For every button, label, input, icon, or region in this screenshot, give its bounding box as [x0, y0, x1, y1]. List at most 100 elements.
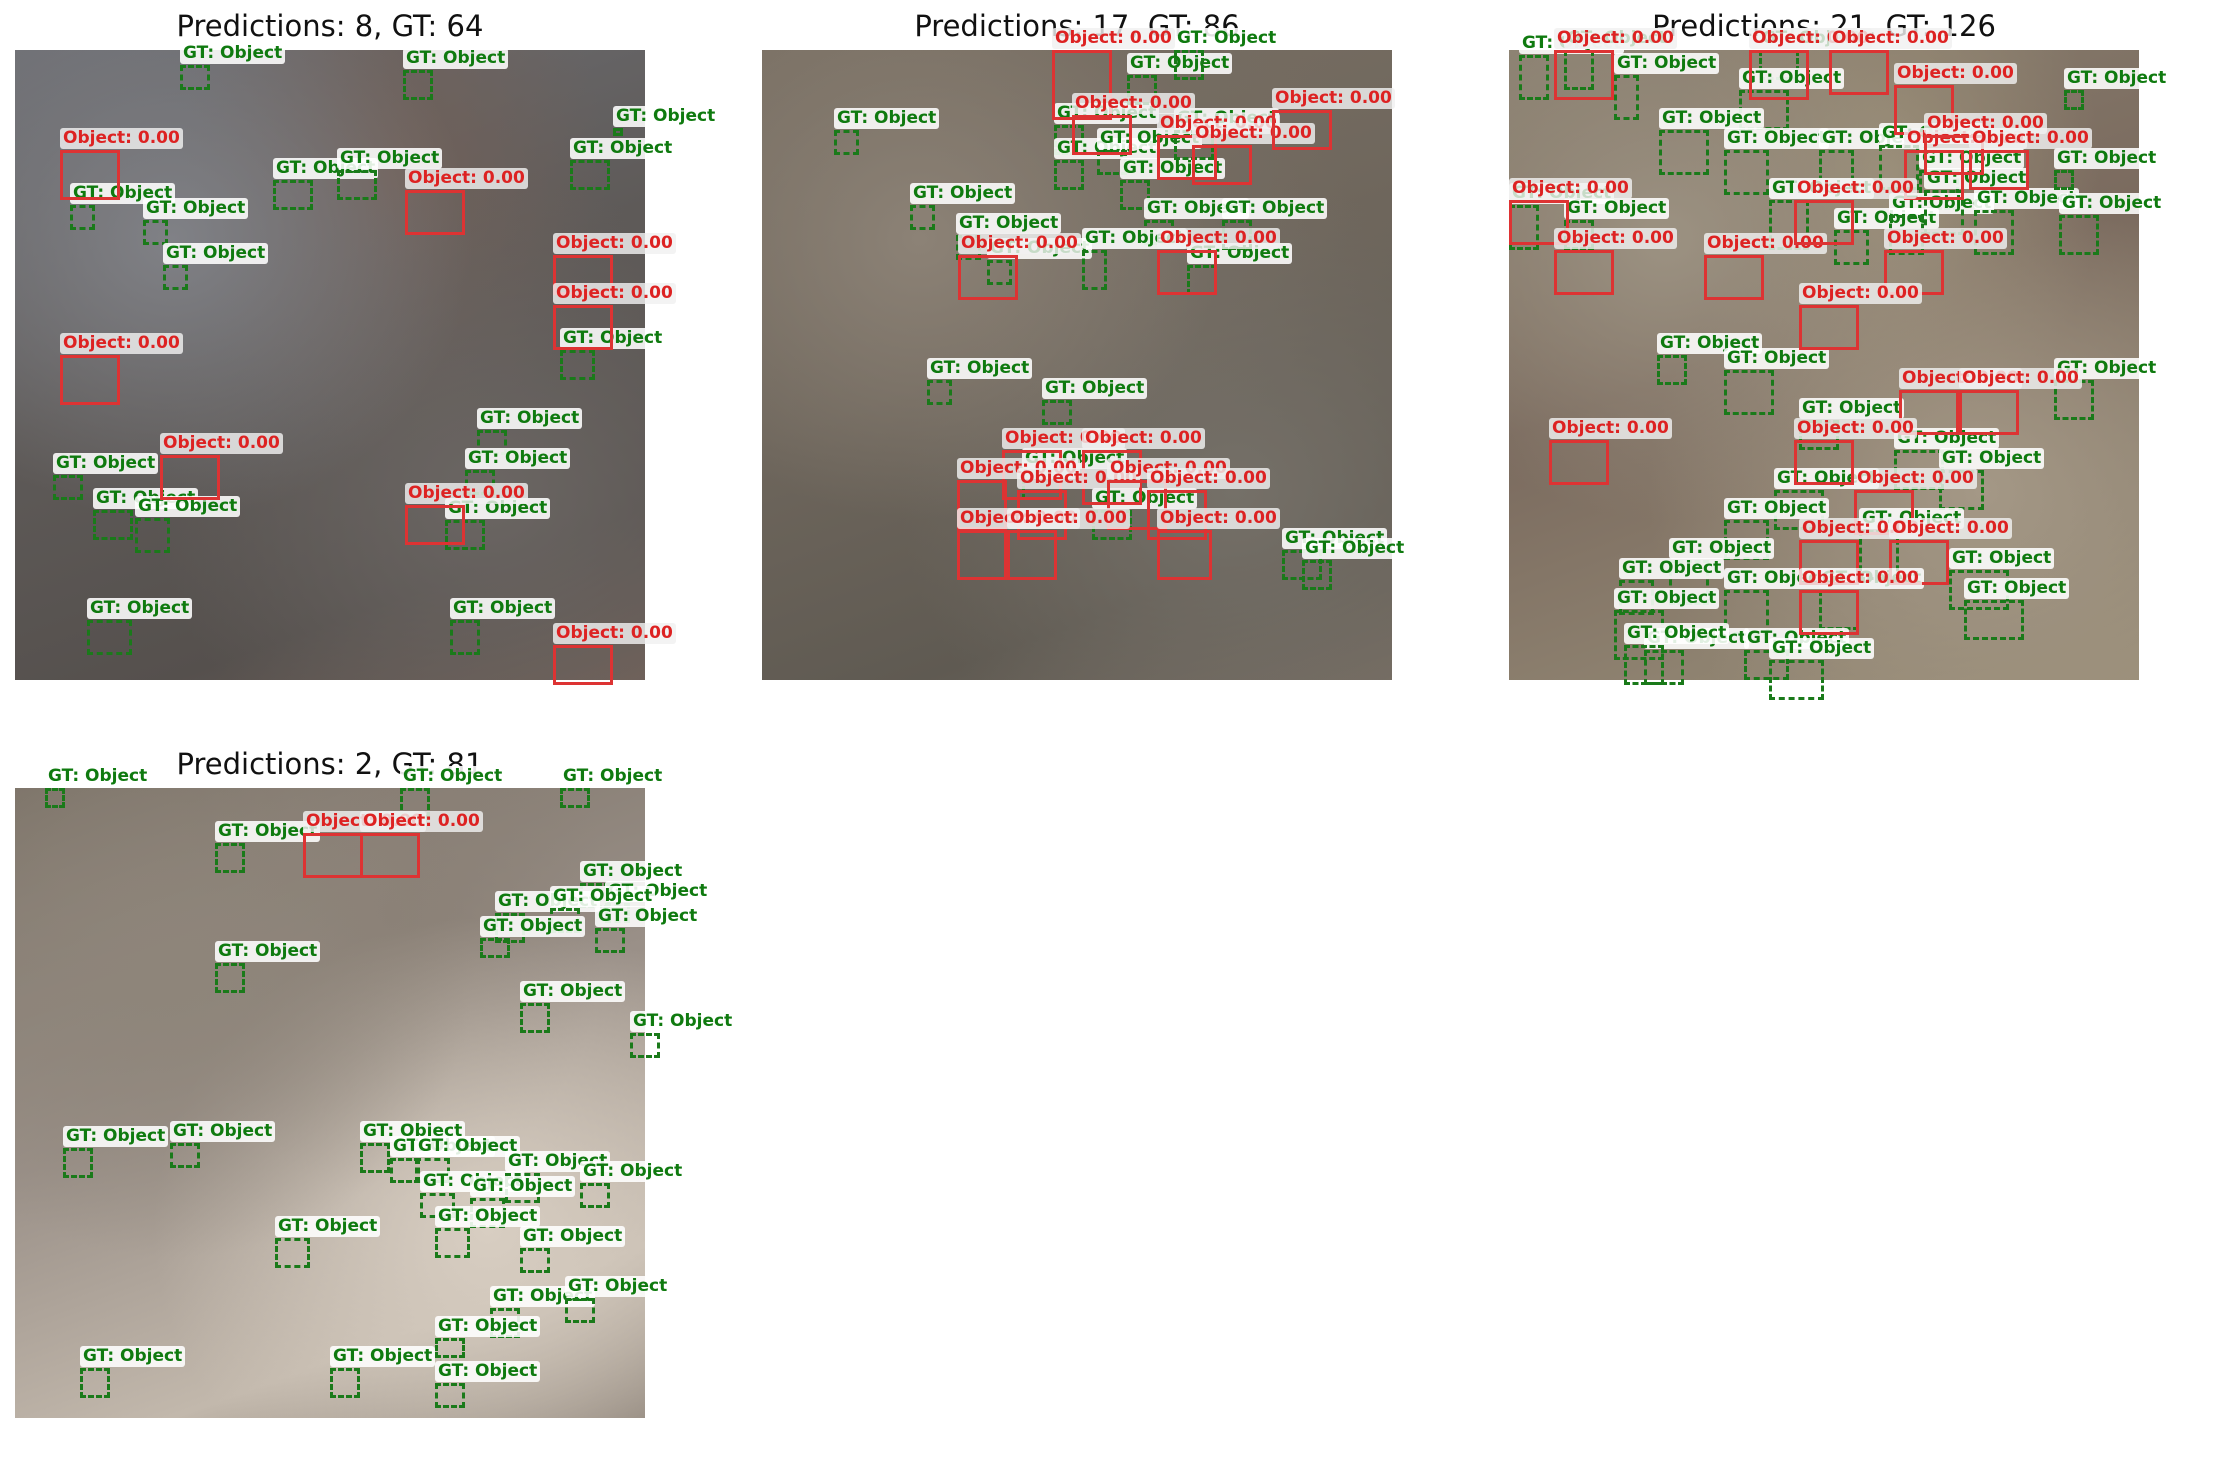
prediction-box	[1799, 590, 1859, 635]
gt-box	[560, 350, 595, 380]
gt-label: GT: Object	[435, 1361, 541, 1382]
gt-label: GT: Object	[956, 213, 1062, 234]
gt-box	[1769, 660, 1824, 700]
gt-box	[1082, 250, 1107, 290]
gt-box	[1659, 130, 1709, 175]
prediction-box	[1899, 390, 1959, 435]
gt-box	[1644, 650, 1684, 685]
prediction-box	[303, 833, 363, 878]
prediction-box	[1794, 200, 1854, 245]
gt-label: GT: Object	[330, 1346, 436, 1367]
gt-box	[337, 170, 377, 200]
gt-label: GT: Object	[630, 1011, 736, 1032]
gt-label: GT: Object	[550, 886, 656, 907]
gt-box	[403, 70, 433, 100]
gt-box	[1724, 370, 1774, 415]
gt-label: GT: Object	[595, 906, 701, 927]
gt-label: GT: Object	[1724, 128, 1830, 149]
gt-box	[2059, 215, 2099, 255]
gt-box	[93, 510, 133, 540]
prediction-box	[553, 305, 613, 350]
gt-label: GT: Object	[570, 138, 676, 159]
scene-background	[15, 788, 645, 1418]
gt-label: GT: Object	[215, 941, 321, 962]
gt-box	[435, 1383, 465, 1408]
gt-label: GT: Object	[470, 1176, 576, 1197]
gt-box	[435, 1338, 465, 1358]
prediction-label: Object: 0.00	[1829, 28, 1952, 49]
prediction-label: Object: 0.00	[405, 483, 528, 504]
prediction-label: Object: 0.00	[553, 623, 676, 644]
prediction-label: Object: 0.00	[1854, 468, 1977, 489]
prediction-label: Object: 0.00	[1799, 283, 1922, 304]
prediction-box	[1794, 440, 1854, 485]
prediction-label: Object: 0.00	[1884, 228, 2007, 249]
gt-box	[273, 180, 313, 210]
gt-label: GT: Object	[1949, 548, 2055, 569]
gt-box	[360, 1143, 390, 1173]
gt-label: GT: Object	[275, 1216, 381, 1237]
prediction-box	[1554, 250, 1614, 295]
panel-1-title: Predictions: 8, GT: 64	[176, 9, 484, 43]
prediction-label: Object: 0.00	[60, 333, 183, 354]
prediction-label: Object: 0.00	[1799, 568, 1922, 589]
prediction-label: Object: 0.00	[1072, 93, 1195, 114]
gt-box	[1964, 600, 2024, 640]
prediction-box	[1157, 135, 1217, 180]
gt-label: GT: Object	[834, 108, 940, 129]
prediction-label: Object: 0.00	[553, 233, 676, 254]
gt-label: GT: Object	[403, 48, 509, 69]
prediction-label: Object: 0.00	[1554, 28, 1677, 49]
gt-label: GT: Object	[1724, 348, 1830, 369]
gt-box	[275, 1238, 310, 1268]
gt-box	[170, 1143, 200, 1168]
gt-box	[613, 128, 623, 136]
gt-box	[1042, 400, 1072, 425]
gt-box	[595, 928, 625, 953]
prediction-label: Object: 0.00	[60, 128, 183, 149]
gt-box	[45, 788, 65, 808]
gt-label: GT: Object	[1174, 28, 1280, 49]
gt-label: GT: Object	[163, 243, 269, 264]
gt-label: GT: Object	[910, 183, 1016, 204]
gt-box	[480, 938, 510, 958]
gt-label: GT: Object	[135, 496, 241, 517]
prediction-label: Object: 0.00	[1157, 508, 1280, 529]
gt-label: GT: Object	[580, 861, 686, 882]
gt-label: GT: Object	[560, 766, 666, 787]
gt-box	[390, 1158, 420, 1183]
prediction-box	[958, 255, 1018, 300]
prediction-label: Object: 0.00	[1272, 88, 1395, 109]
gt-box	[163, 265, 188, 290]
gt-label: GT: Object	[580, 1161, 686, 1182]
prediction-label: Object: 0.00	[1794, 178, 1917, 199]
gt-box	[1614, 75, 1639, 120]
prediction-label: Object: 0.00	[1052, 28, 1175, 49]
gt-label: GT: Object	[415, 1136, 521, 1157]
prediction-box	[1704, 255, 1764, 300]
gt-label: GT: Object	[477, 408, 583, 429]
gt-box	[70, 205, 95, 230]
gt-label: GT: Object	[1974, 188, 2080, 209]
prediction-box	[360, 833, 420, 878]
gt-box	[560, 788, 590, 808]
prediction-box	[1799, 305, 1859, 350]
gt-label: GT: Object	[1939, 448, 2045, 469]
gt-box	[1054, 160, 1084, 190]
gt-box	[180, 65, 210, 90]
gt-box	[330, 1368, 360, 1398]
gt-label: GT: Object	[465, 448, 571, 469]
gt-label: GT: Object	[435, 1206, 541, 1227]
prediction-box	[1052, 50, 1112, 120]
prediction-label: Object: 0.00	[1894, 63, 2017, 84]
gt-label: GT: Object	[1739, 68, 1845, 89]
prediction-box	[1192, 145, 1252, 185]
prediction-box	[1959, 390, 2019, 435]
gt-label: GT: Object	[45, 766, 151, 787]
prediction-box	[1272, 110, 1332, 150]
prediction-label: Object: 0.00	[1969, 128, 2092, 149]
prediction-box	[1157, 530, 1212, 580]
prediction-box	[1924, 135, 1984, 175]
